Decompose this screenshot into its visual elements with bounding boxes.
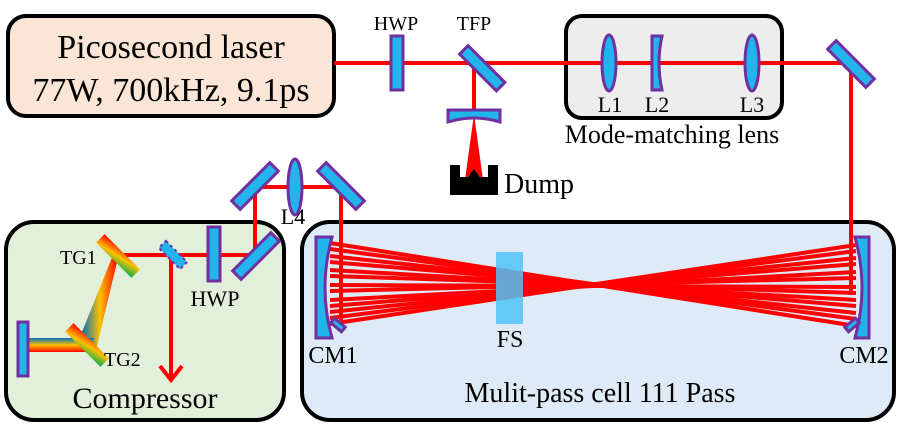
mpc-beam-line <box>329 249 857 320</box>
pickoff-mirror-icon <box>157 239 189 271</box>
concave-mirror-cm2-icon <box>853 235 871 340</box>
fs-plate-icon <box>496 252 523 324</box>
fs-label: FS <box>497 327 524 353</box>
mode-matching-box <box>564 14 784 120</box>
mode-matching-label: Mode-matching lens <box>565 120 779 149</box>
dispersed-beam-diagonal <box>82 255 118 350</box>
periscope-mirror-left-icon <box>229 160 281 212</box>
laser-title: Picosecond laser <box>57 29 285 66</box>
lens-l2-label: L2 <box>645 92 669 117</box>
dump-label: Dump <box>504 169 574 200</box>
mpc-beams <box>329 241 857 328</box>
beam-dump-icon <box>450 165 498 195</box>
cm2-label: CM2 <box>839 343 888 369</box>
cm1-label: CM1 <box>308 343 357 369</box>
grating-tg1-icon <box>96 234 140 278</box>
tfp-label: TFP <box>457 13 491 35</box>
compressor-label: Compressor <box>73 382 218 415</box>
dump-beam-cone <box>465 114 483 180</box>
laser-specs: 77W, 700kHz, 9.1ps <box>32 72 309 109</box>
tg2-label: TG2 <box>104 349 141 371</box>
lens-l4-label: L4 <box>281 204 305 229</box>
picosecond-laser: Picosecond laser 77W, 700kHz, 9.1ps <box>6 14 336 118</box>
compressor-input-mirror-icon <box>230 230 282 282</box>
tfp-icon <box>457 43 507 93</box>
dump-mirror-icon <box>446 108 502 125</box>
fold-mirror-top-right-icon <box>825 38 877 90</box>
lens-l1-icon <box>600 33 618 93</box>
main-beam <box>334 61 853 295</box>
lens-l3-label: L3 <box>740 92 764 117</box>
lens-l2-icon <box>650 34 664 92</box>
cm2-pickoff-icon <box>842 316 862 334</box>
concave-mirror-cm1-icon <box>314 235 334 340</box>
hwp-bottom-icon <box>206 225 222 283</box>
lens-l1-label: L1 <box>598 92 622 117</box>
compressor-beam <box>115 253 255 384</box>
hwp-top-label: HWP <box>374 13 418 35</box>
compressor-end-mirror-icon <box>16 320 30 378</box>
lens-l3-icon <box>743 33 761 93</box>
lens-l4-icon <box>286 157 304 217</box>
hwp-bottom-label: HWP <box>191 286 240 311</box>
grating-tg2-icon <box>65 323 109 367</box>
periscope-mirror-right-icon <box>315 160 367 212</box>
mpc-label: Mulit-pass cell 111 Pass <box>465 378 736 409</box>
cm1-pickoff-icon <box>328 316 348 334</box>
hwp-top-icon <box>389 34 405 92</box>
tg1-label: TG1 <box>60 247 97 269</box>
